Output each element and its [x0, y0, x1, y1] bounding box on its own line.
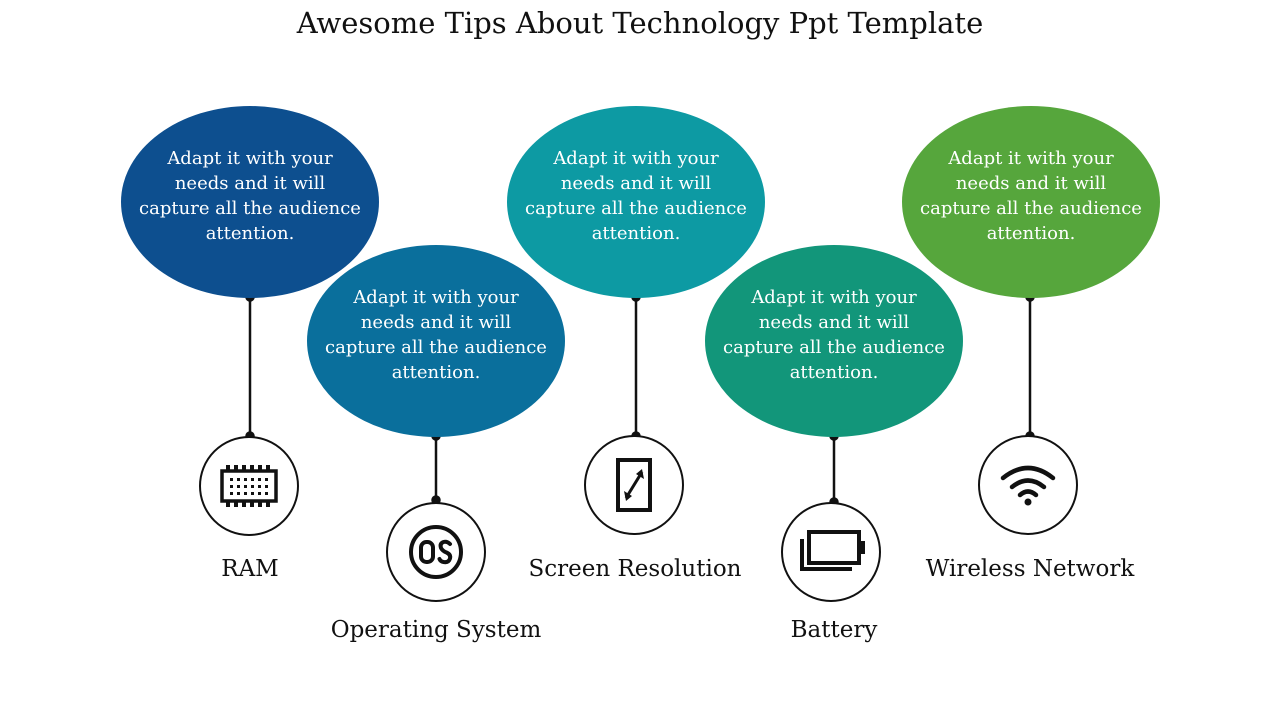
tip-text-screen-resolution: Adapt it with your needs and it will cap… — [525, 148, 747, 244]
battery-icon-circle — [781, 502, 881, 602]
tip-bubble-battery: Adapt it with your needs and it will cap… — [705, 245, 963, 437]
label-wireless-network: Wireless Network — [925, 556, 1135, 582]
label-screen-resolution: Screen Resolution — [528, 556, 742, 582]
label-ram: RAM — [221, 556, 279, 582]
battery-icon — [800, 530, 865, 571]
label-battery: Battery — [790, 617, 878, 643]
tip-bubble-wireless-network: Adapt it with your needs and it will cap… — [902, 106, 1160, 298]
wifi-icon — [1000, 465, 1056, 506]
screen-resolution-icon-circle — [584, 435, 684, 535]
page-title: Awesome Tips About Technology Ppt Templa… — [296, 6, 984, 40]
tip-bubble-ram: Adapt it with your needs and it will cap… — [121, 106, 379, 298]
tip-text-operating-system: Adapt it with your needs and it will cap… — [325, 287, 547, 383]
tip-text-wireless-network: Adapt it with your needs and it will cap… — [920, 148, 1142, 244]
tip-bubble-operating-system: Adapt it with your needs and it will cap… — [307, 245, 565, 437]
wifi-icon-circle — [978, 435, 1078, 535]
tip-text-battery: Adapt it with your needs and it will cap… — [723, 287, 945, 383]
screen-resolution-icon — [616, 458, 652, 512]
ram-icon-circle — [199, 436, 299, 536]
tip-text-ram: Adapt it with your needs and it will cap… — [139, 148, 361, 244]
tip-bubble-screen-resolution: Adapt it with your needs and it will cap… — [507, 106, 765, 298]
ram-chip-icon — [220, 465, 278, 507]
label-operating-system: Operating System — [330, 617, 542, 643]
os-icon-circle — [386, 502, 486, 602]
os-icon — [409, 525, 463, 579]
